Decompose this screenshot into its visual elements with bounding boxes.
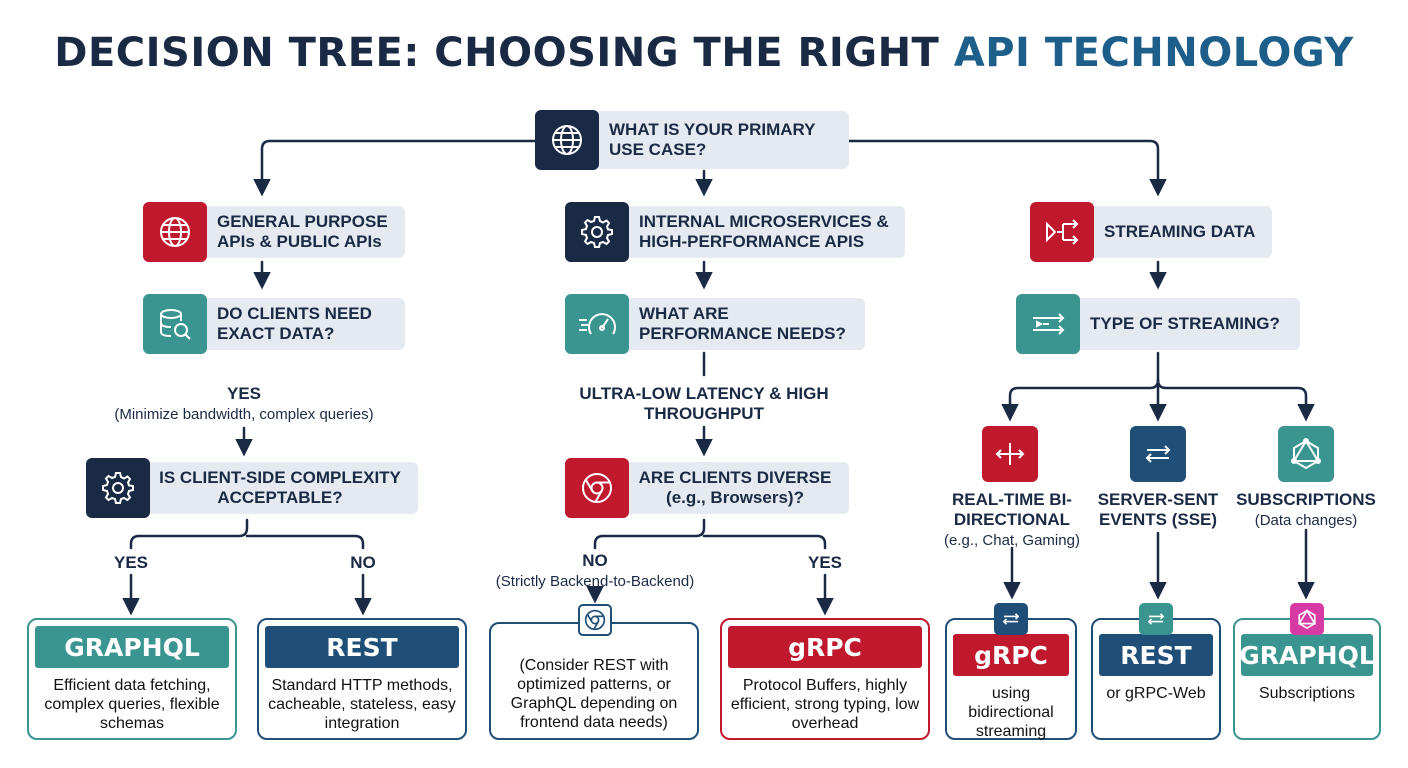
title-main: DECISION TREE: CHOOSING THE RIGHT — [54, 30, 954, 76]
sse-label: SERVER-SENT EVENTS (SSE) — [1097, 490, 1219, 529]
consider-rest-description: (Consider REST with optimized patterns, … — [510, 657, 678, 731]
chat-gaming-note: (e.g., Chat, Gaming) — [944, 532, 1080, 549]
gear-icon — [86, 458, 150, 518]
performance-needs-question-label: WHAT ARE PERFORMANCE NEEDS? — [625, 298, 865, 350]
streaming-grpc-title: gRPC — [953, 634, 1069, 676]
yes-exact-data-label: YES (Minimize bandwidth, complex queries… — [90, 384, 398, 424]
clients-diverse-question-box: ARE CLIENTS DIVERSE (e.g., Browsers)? — [565, 458, 849, 518]
database-search-icon — [143, 294, 207, 354]
streaming-rest-card: REST or gRPC-Web — [1091, 618, 1221, 740]
exchange-icon — [1139, 603, 1173, 635]
sse-icon-box — [1130, 426, 1186, 482]
bidirectional-icon — [982, 426, 1038, 482]
globe-icon — [143, 202, 207, 262]
performance-needs-question-box: WHAT ARE PERFORMANCE NEEDS? — [565, 294, 865, 354]
browser-icon — [578, 604, 612, 636]
gear-icon — [565, 202, 629, 262]
graphql-result-card: GRAPHQL Efficient data fetching, complex… — [27, 618, 237, 740]
data-changes-note: (Data changes) — [1254, 512, 1358, 529]
exchange-icon — [994, 603, 1028, 635]
graphql-description: Efficient data fetching, complex queries… — [44, 677, 220, 732]
minimize-bandwidth-note: (Minimize bandwidth, complex queries) — [114, 406, 374, 423]
type-of-streaming-label: TYPE OF STREAMING? — [1076, 298, 1300, 350]
grpc-result-card: gRPC Protocol Buffers, highly efficient,… — [720, 618, 930, 740]
title-accent: API TECHNOLOGY — [953, 30, 1354, 76]
rest-result-card: REST Standard HTTP methods, cacheable, s… — [257, 618, 467, 740]
internal-yes-label: YES — [807, 553, 843, 572]
type-of-streaming-question-box: TYPE OF STREAMING? — [1016, 294, 1300, 354]
internal-microservices-label: INTERNAL MICROSERVICES & HIGH-PERFORMANC… — [625, 206, 905, 258]
ultra-low-latency-label: ULTRA-LOW LATENCY & HIGH THROUGHPUT — [579, 384, 829, 423]
root-question-label: WHAT IS YOUR PRIMARY USE CASE? — [595, 111, 849, 169]
rest-title: REST — [265, 626, 459, 668]
streaming-rest-description: or gRPC-Web — [1106, 685, 1206, 702]
streaming-rest-title: REST — [1099, 634, 1213, 676]
streaming-data-box: STREAMING DATA — [1030, 202, 1272, 262]
consider-rest-card: (Consider REST with optimized patterns, … — [489, 622, 699, 740]
general-purpose-label: GENERAL PURPOSE APIs & PUBLIC APIs — [203, 206, 405, 258]
realtime-icon-box — [982, 426, 1038, 482]
globe-icon — [535, 110, 599, 170]
streaming-graphql-card: GRAPHQL Subscriptions — [1233, 618, 1381, 740]
internal-microservices-box: INTERNAL MICROSERVICES & HIGH-PERFORMANC… — [565, 202, 905, 262]
graphql-icon — [1290, 603, 1324, 635]
grpc-description: Protocol Buffers, highly efficient, stro… — [730, 677, 920, 732]
streaming-graphql-title: GRAPHQL — [1239, 634, 1375, 676]
exact-data-question-box: DO CLIENTS NEED EXACT DATA? — [143, 294, 405, 354]
streaming-graphql-description: Subscriptions — [1258, 685, 1356, 702]
stream-type-icon — [1016, 294, 1080, 354]
streaming-grpc-card: gRPC using bidirectional streaming — [945, 618, 1077, 740]
client-complexity-question-label: IS CLIENT-SIDE COMPLEXITY ACCEPTABLE? — [146, 462, 418, 514]
streaming-data-label: STREAMING DATA — [1090, 206, 1272, 258]
general-yes-label: YES — [113, 553, 149, 572]
streaming-grpc-description: using bidirectional streaming — [968, 685, 1054, 740]
subscriptions-label: SUBSCRIPTIONS (Data changes) — [1236, 490, 1376, 529]
rest-description: Standard HTTP methods, cacheable, statel… — [268, 677, 456, 732]
backend-to-backend-note: (Strictly Backend-to-Backend) — [495, 573, 695, 590]
general-purpose-box: GENERAL PURPOSE APIs & PUBLIC APIs — [143, 202, 405, 262]
clients-diverse-question-label: ARE CLIENTS DIVERSE (e.g., Browsers)? — [625, 462, 849, 514]
client-complexity-question-box: IS CLIENT-SIDE COMPLEXITY ACCEPTABLE? — [86, 458, 418, 518]
grpc-title: gRPC — [728, 626, 922, 668]
stream-arrows-icon — [1030, 202, 1094, 262]
subscriptions-icon-box — [1278, 426, 1334, 482]
exchange-icon — [1130, 426, 1186, 482]
internal-no-label: NO (Strictly Backend-to-Backend) — [495, 551, 695, 590]
general-no-label: NO — [350, 553, 376, 572]
graphql-icon — [1278, 426, 1334, 482]
browser-icon — [565, 458, 629, 518]
root-question-box: WHAT IS YOUR PRIMARY USE CASE? — [535, 110, 849, 170]
yes-label: YES — [226, 384, 262, 403]
graphql-title: GRAPHQL — [35, 626, 229, 668]
page-title: DECISION TREE: CHOOSING THE RIGHT API TE… — [0, 30, 1408, 76]
speedometer-icon — [565, 294, 629, 354]
exact-data-question-label: DO CLIENTS NEED EXACT DATA? — [203, 298, 405, 350]
realtime-label: REAL-TIME BI-DIRECTIONAL (e.g., Chat, Ga… — [944, 490, 1080, 549]
